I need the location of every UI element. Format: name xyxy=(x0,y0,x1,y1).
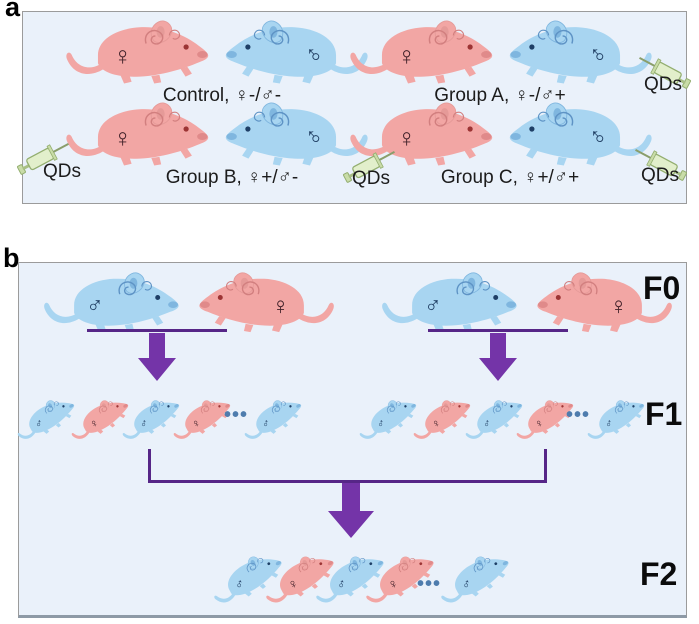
qds-label-group-b-female: QDs xyxy=(43,161,81,182)
f1-male-mouse-icon xyxy=(10,391,81,447)
bracket-line-right xyxy=(544,449,547,483)
generation-label-f0: F0 xyxy=(643,270,681,306)
f2-male-mouse-icon xyxy=(432,545,516,612)
bracket-line-horizontal xyxy=(148,480,547,483)
qds-label-group-c-female: QDs xyxy=(352,168,390,189)
ellipsis-dots: ••• xyxy=(566,404,591,426)
female-mouse-icon xyxy=(65,20,209,85)
panel-b-label: b xyxy=(3,243,20,273)
f1-male-mouse-icon xyxy=(352,391,423,447)
f1-male-mouse-icon xyxy=(580,391,651,447)
male-mouse-icon xyxy=(509,20,653,85)
f1-female-mouse-icon xyxy=(166,391,237,447)
f0-pair-left xyxy=(43,272,335,333)
qds-label-group-a-male: QDs xyxy=(644,74,682,95)
group-label-group-a: Group A, ♀-/♂+ xyxy=(434,85,566,106)
male-mouse-icon xyxy=(381,272,518,333)
qds-label-group-c-male: QDs xyxy=(641,165,679,186)
female-mouse-icon xyxy=(349,20,493,85)
bracket-line-left xyxy=(148,449,151,483)
ellipsis-dots: ••• xyxy=(417,573,442,595)
generation-label-f2: F2 xyxy=(640,556,678,592)
ellipsis-dots: ••• xyxy=(224,404,249,426)
down-arrow-icon-center xyxy=(328,483,374,538)
down-arrow-icon-left xyxy=(138,333,176,381)
f1-female-mouse-icon xyxy=(406,391,477,447)
group-label-group-b: Group B, ♀+/♂- xyxy=(165,167,299,188)
female-mouse-icon xyxy=(65,102,209,167)
f1-male-mouse-icon xyxy=(237,391,308,447)
male-mouse-icon xyxy=(43,272,180,333)
mating-line-right xyxy=(428,329,568,332)
female-mouse-icon xyxy=(198,272,335,333)
down-arrow-icon-right xyxy=(479,333,517,381)
generation-label-f1: F1 xyxy=(645,396,683,432)
group-label-control: Control, ♀-/♂- xyxy=(162,85,282,106)
group-label-group-c: Group C, ♀+/♂+ xyxy=(440,167,580,188)
mating-line-left xyxy=(87,329,227,332)
panel-a-label: a xyxy=(5,0,21,22)
